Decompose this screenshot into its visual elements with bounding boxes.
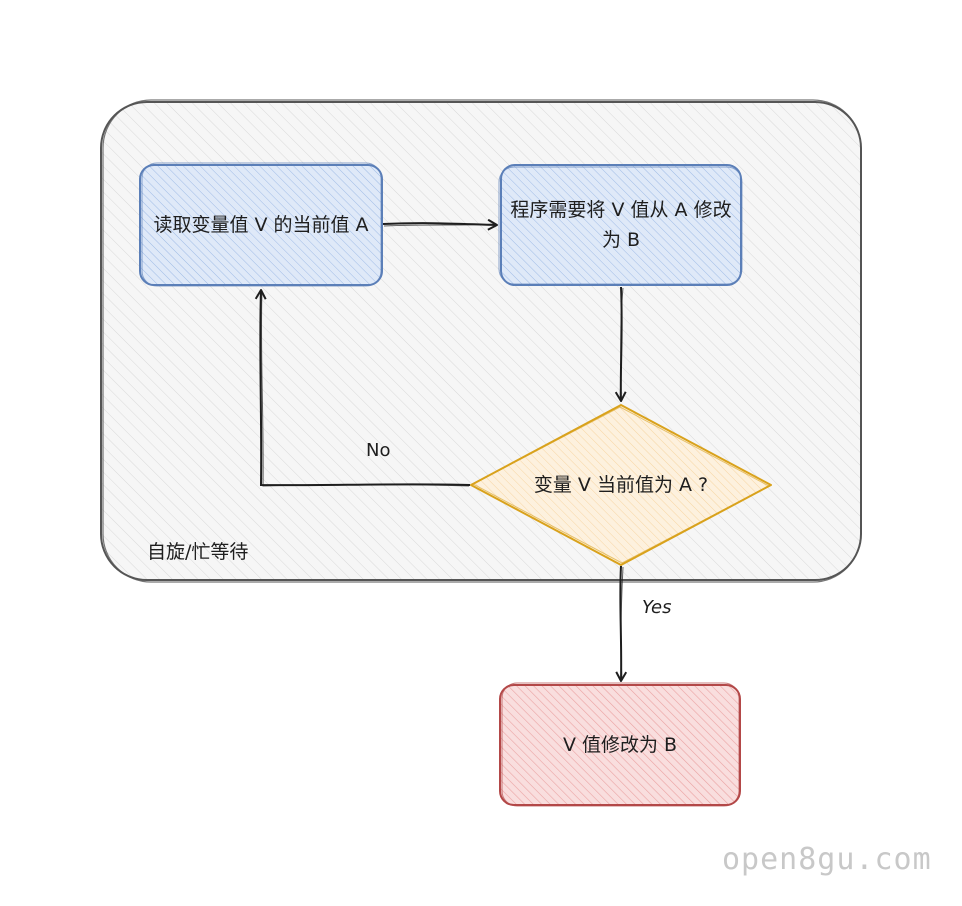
watermark: open8gu.com	[722, 842, 932, 877]
edge-decision-no-loop	[254, 289, 471, 487]
edge-decision-yes	[615, 565, 628, 682]
modify-intent-node	[498, 164, 743, 286]
edge-label-no: No	[366, 440, 391, 461]
decision-label: 变量 V 当前值为 A ?	[491, 465, 751, 505]
read-value-text: 读取变量值 V 的当前值 A	[153, 214, 369, 236]
group-label: 自旋/忙等待	[147, 541, 249, 563]
modify-intent-text: 程序需要将 V 值从 A 修改为 B	[510, 199, 732, 251]
result-node	[499, 682, 741, 807]
edge-label-yes: Yes	[642, 597, 672, 618]
edge-read-to-modify	[382, 218, 498, 231]
result-text: V 值修改为 B	[562, 734, 678, 756]
result-label: V 值修改为 B	[505, 690, 735, 800]
modify-intent-label: 程序需要将 V 值从 A 修改为 B	[505, 170, 737, 280]
decision-node	[470, 404, 772, 566]
edge-modify-to-decision	[614, 286, 627, 402]
read-value-node	[139, 162, 383, 287]
decision-text: 变量 V 当前值为 A ?	[533, 474, 709, 496]
read-value-label: 读取变量值 V 的当前值 A	[145, 170, 377, 280]
